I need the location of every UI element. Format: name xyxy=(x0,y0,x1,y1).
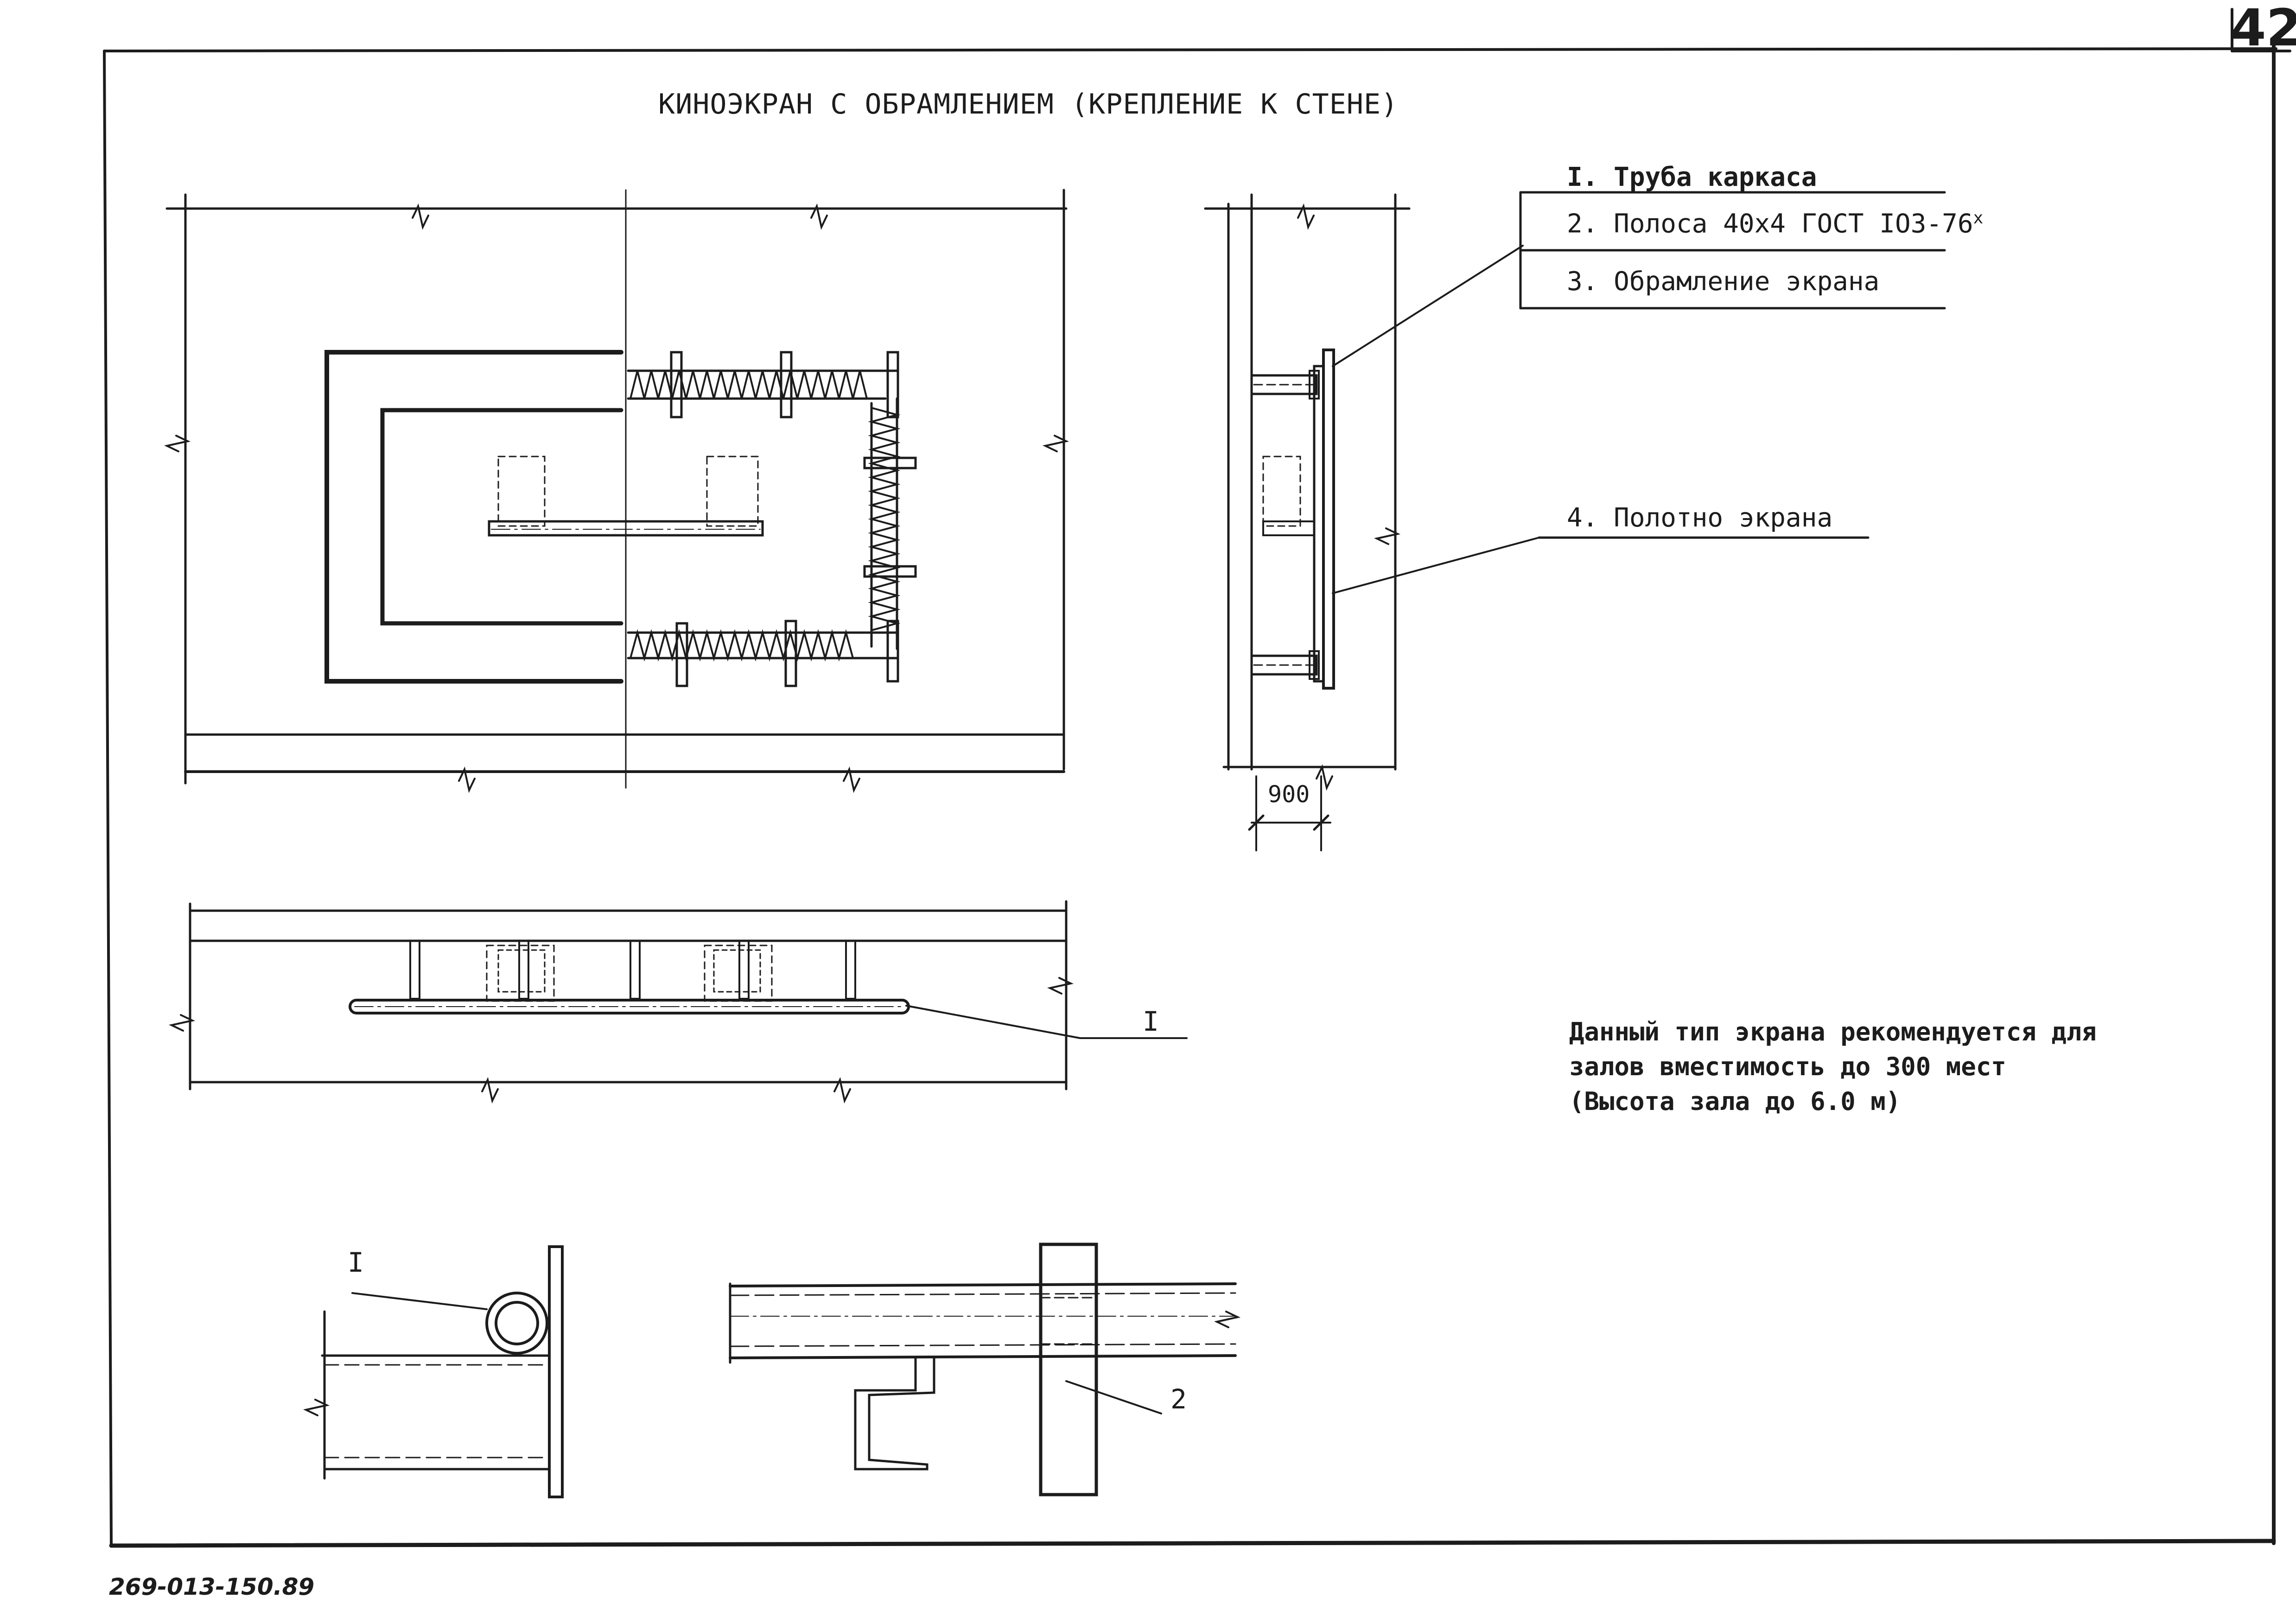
callout-2: 2 xyxy=(1170,1383,1187,1415)
legend-item-2-text: 2. Полоса 40х4 ГОСТ IОЗ-76 xyxy=(1567,209,1973,239)
legend-item-2: 2. Полоса 40х4 ГОСТ IОЗ-76х xyxy=(1567,209,1983,239)
dimension-900: 900 xyxy=(1268,781,1310,808)
drawing-code: 269-013-150.89 xyxy=(109,1573,315,1600)
callout-I-detail: I xyxy=(348,1247,364,1278)
page-number: 42 xyxy=(2231,0,2296,57)
detail-I xyxy=(303,1245,564,1498)
side-section xyxy=(1204,193,1540,851)
note-line-2: залов вместимость до 300 мест xyxy=(1569,1052,2006,1081)
legend-item-2-mark: х xyxy=(1973,209,1984,228)
legend-item-3: 3. Обрамление экрана xyxy=(1567,266,1880,297)
detail-2 xyxy=(729,1243,1241,1496)
legend-item-1: I. Труба каркаса xyxy=(1567,162,1817,192)
sheet-frame xyxy=(103,8,2291,1548)
callout-I-plan: I xyxy=(1143,1006,1159,1037)
front-elevation xyxy=(164,189,1069,793)
plan-view xyxy=(168,900,1188,1104)
page-title: КИНОЭКРАН С ОБРАМЛЕНИЕМ (КРЕПЛЕНИЕ К СТЕ… xyxy=(658,88,1399,120)
note-line-1: Данный тип экрана рекомендуется для xyxy=(1569,1017,2097,1046)
legend-table xyxy=(1519,191,1946,539)
legend-item-4: 4. Полотно экрана xyxy=(1567,503,1833,533)
note-line-3: (Высота зала до 6.0 м) xyxy=(1569,1087,1901,1116)
